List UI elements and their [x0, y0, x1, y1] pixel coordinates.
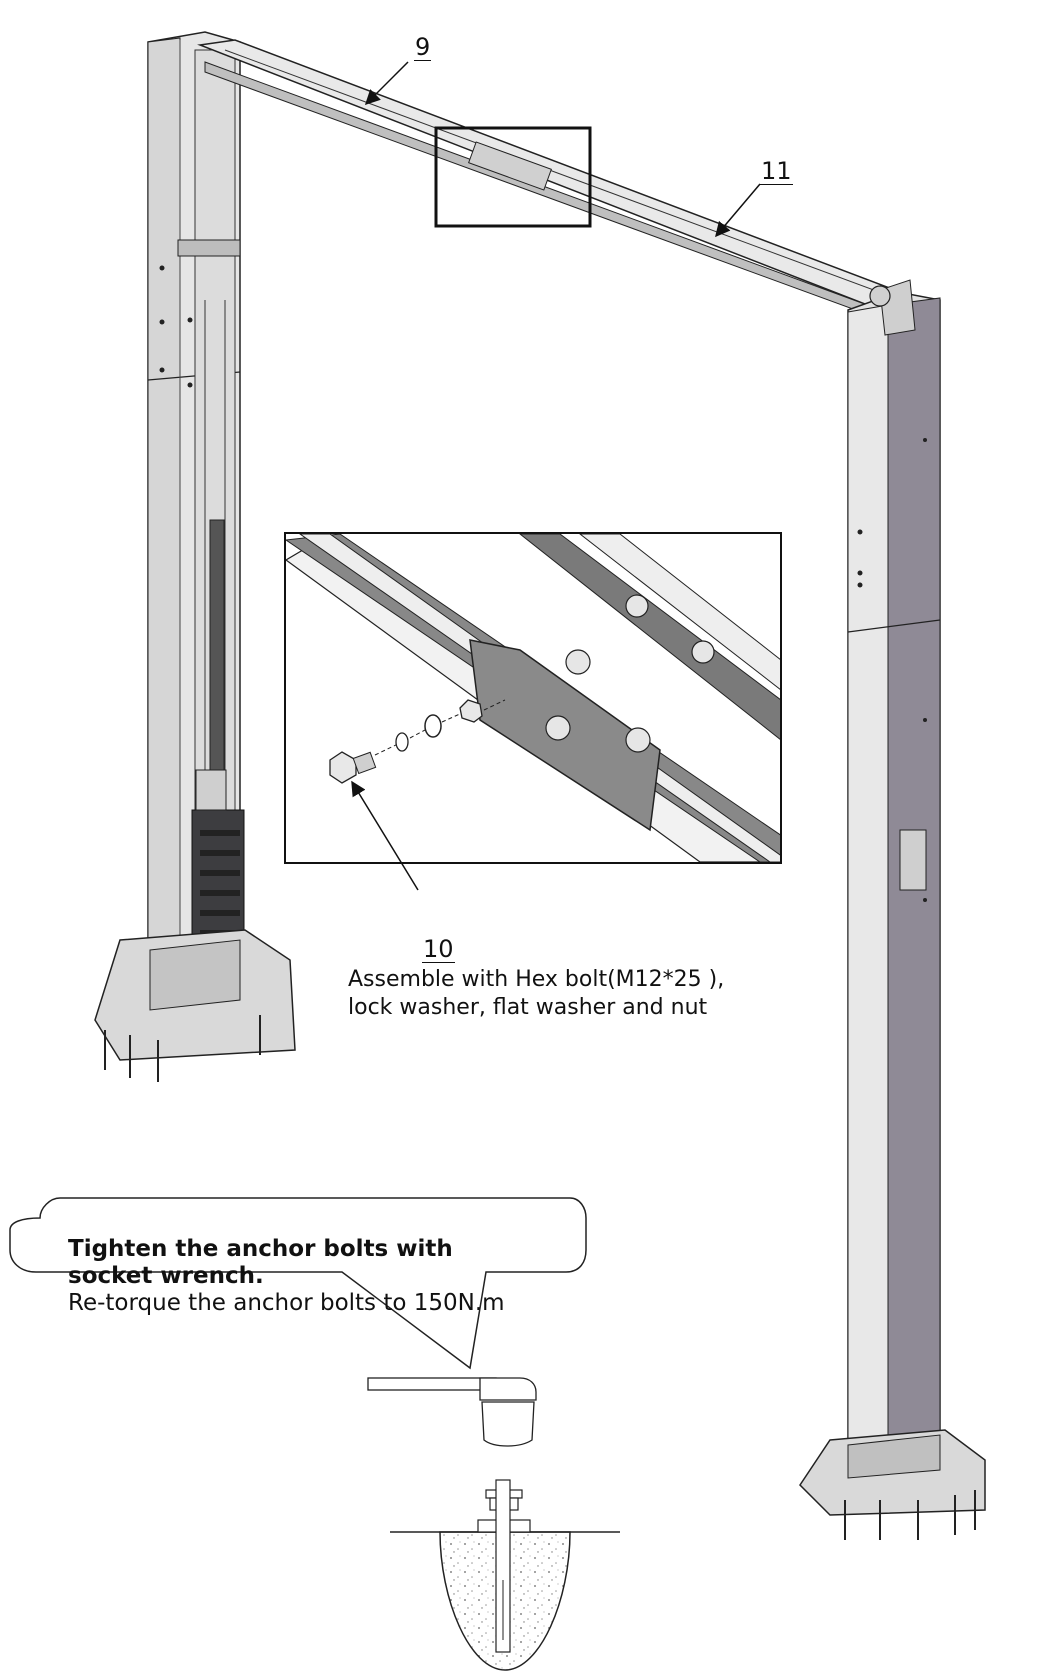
assembly-note: Assemble with Hex bolt(M12*25 ), lock wa… [348, 966, 724, 1022]
anchor-callout-text: Tighten the anchor bolts with socket wre… [68, 1236, 505, 1317]
anchor-callout-title-2: socket wrench. [68, 1263, 264, 1289]
part-label-10: 10 [422, 935, 455, 963]
crossbeam [197, 39, 902, 317]
leader-arrow-11 [715, 183, 761, 238]
right-post [799, 279, 986, 1540]
anchor-callout-title-1: Tighten the anchor bolts with [68, 1236, 453, 1262]
leader-arrow-9 [364, 61, 409, 106]
assembly-note-line2: lock washer, flat washer and nut [348, 995, 708, 1020]
detail-inset [284, 532, 782, 864]
assembly-note-line1: Assemble with Hex bolt(M12*25 ), [348, 967, 725, 992]
anchor-bolt-detail [390, 1479, 620, 1671]
part-label-11: 11 [760, 157, 793, 185]
exploded-hex-bolt [329, 699, 506, 784]
part-label-9: 9 [414, 33, 432, 61]
left-post [94, 31, 296, 1082]
socket-wrench [367, 1377, 537, 1447]
detail-highlight-box [434, 126, 592, 228]
leader-arrow-10 [351, 780, 419, 891]
anchor-callout-bubble [9, 1197, 587, 1370]
anchor-callout-detail: Re-torque the anchor bolts to 150N.m [68, 1290, 505, 1316]
